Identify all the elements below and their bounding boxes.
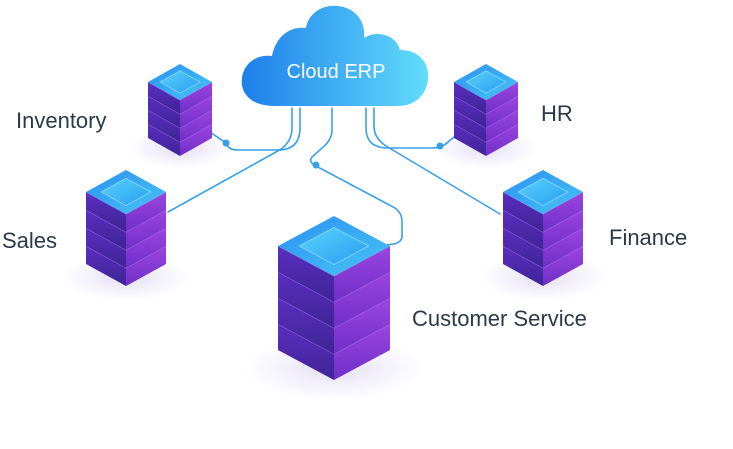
cloud-label: Cloud ERP bbox=[286, 61, 386, 83]
server-hr-layer-left bbox=[454, 110, 486, 142]
server-sales-layer-left bbox=[86, 228, 126, 268]
server-customer-service bbox=[244, 216, 424, 401]
server-customer-service-layer-right bbox=[334, 272, 390, 328]
server-inventory bbox=[128, 64, 232, 169]
server-customer-service-top-panel bbox=[298, 226, 370, 266]
server-sales-layer-left bbox=[86, 192, 126, 232]
inventory-label: Inventory bbox=[16, 108, 107, 133]
server-finance-layer-right bbox=[543, 246, 583, 286]
server-hr-layer-left bbox=[454, 82, 486, 114]
server-inventory-layer-right bbox=[180, 124, 212, 156]
server-inventory-layer-left bbox=[148, 124, 180, 156]
server-sales-layer-right bbox=[126, 192, 166, 232]
sales-label: Sales bbox=[2, 228, 58, 253]
connector-finance bbox=[373, 107, 501, 215]
server-finance-layer-left bbox=[503, 192, 543, 232]
server-sales-layer-right bbox=[126, 228, 166, 268]
server-inventory-layer-left bbox=[148, 110, 180, 142]
connector-dot-customer-service bbox=[312, 161, 320, 169]
server-hr-layer-right bbox=[486, 124, 518, 156]
server-inventory-top-panel bbox=[159, 70, 201, 94]
server-hr-layer-right bbox=[486, 96, 518, 128]
server-inventory-layer-right bbox=[180, 110, 212, 142]
server-inventory-layer-right bbox=[180, 82, 212, 114]
server-hr-layer-left bbox=[454, 96, 486, 128]
server-sales bbox=[62, 170, 190, 302]
server-hr-layer-right bbox=[486, 82, 518, 114]
server-customer-service-layer-right bbox=[334, 324, 390, 380]
server-inventory-layer-left bbox=[148, 96, 180, 128]
server-finance-layer-right bbox=[543, 228, 583, 268]
server-customer-service-layer-left bbox=[278, 324, 334, 380]
customer-service-label: Customer Service bbox=[412, 306, 587, 331]
server-customer-service-layer-left bbox=[278, 246, 334, 302]
connector-sales bbox=[167, 107, 293, 213]
server-finance bbox=[479, 170, 607, 302]
connector-customer-service bbox=[309, 107, 403, 247]
server-customer-service-layer-left bbox=[278, 298, 334, 354]
cloud-erp-node bbox=[241, 5, 429, 107]
server-inventory-layer-right bbox=[180, 96, 212, 128]
server-sales-layer-right bbox=[126, 210, 166, 250]
server-finance-layer-right bbox=[543, 192, 583, 232]
server-nodes bbox=[62, 64, 607, 401]
hr-label: HR bbox=[541, 101, 573, 126]
server-sales-top-panel bbox=[100, 177, 152, 207]
server-hr-top-panel bbox=[465, 70, 507, 94]
server-finance-layer-left bbox=[503, 210, 543, 250]
server-customer-service-layer-right bbox=[334, 298, 390, 354]
finance-label: Finance bbox=[609, 225, 688, 250]
cloud-icon bbox=[241, 5, 429, 107]
server-sales-layer-right bbox=[126, 246, 166, 286]
server-customer-service-layer-left bbox=[278, 272, 334, 328]
server-hr bbox=[434, 64, 538, 169]
server-sales-layer-left bbox=[86, 210, 126, 250]
server-finance-layer-right bbox=[543, 210, 583, 250]
server-finance-top-panel bbox=[517, 177, 569, 207]
server-sales-layer-left bbox=[86, 246, 126, 286]
server-hr-layer-right bbox=[486, 110, 518, 142]
server-finance-layer-left bbox=[503, 228, 543, 268]
server-finance-layer-left bbox=[503, 246, 543, 286]
server-hr-layer-left bbox=[454, 124, 486, 156]
server-customer-service-layer-right bbox=[334, 246, 390, 302]
server-inventory-layer-left bbox=[148, 82, 180, 114]
